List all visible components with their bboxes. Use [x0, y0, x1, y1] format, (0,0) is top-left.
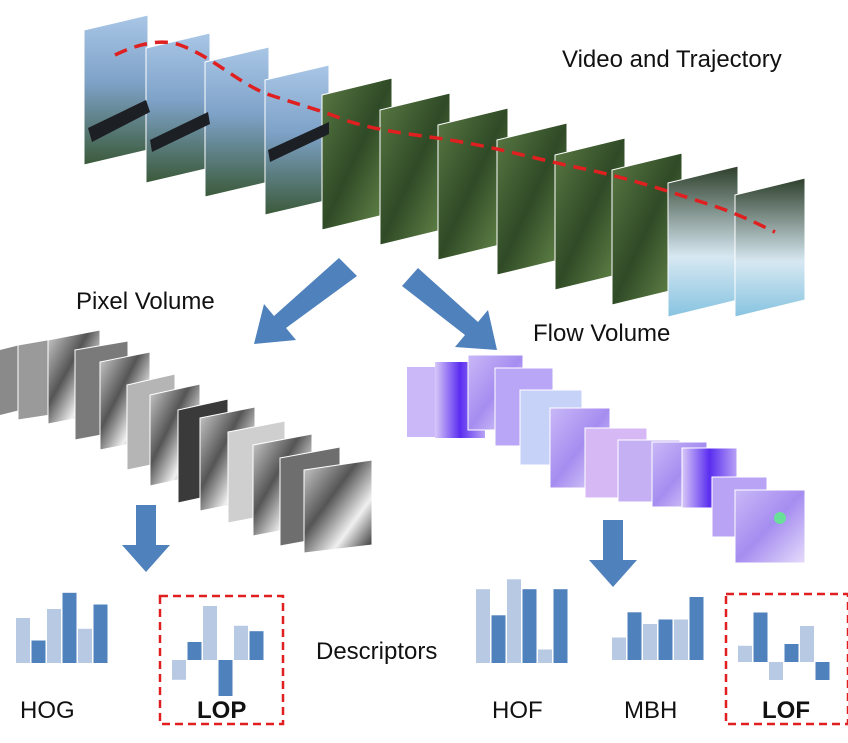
hof-bar [522, 589, 537, 663]
flow-volume-label: Flow Volume [533, 320, 671, 347]
lof-bar [784, 644, 799, 662]
lop-highlight-box [158, 594, 285, 726]
hog-bar [16, 618, 30, 663]
flow-hotspot [774, 512, 786, 524]
lof-highlight-box [724, 592, 848, 726]
lof-bar [738, 645, 752, 662]
video-frame [83, 14, 149, 166]
flow-frame [734, 489, 806, 564]
mbh-bar [643, 624, 657, 660]
pixel-frame [303, 459, 373, 554]
arrow-pixel-to-descriptors [122, 505, 170, 572]
lop-bar [218, 660, 233, 696]
hog-bar [31, 640, 46, 663]
video-frame [734, 177, 806, 318]
hof-label: HOF [492, 697, 543, 724]
mbh-bar [658, 619, 673, 660]
lof-bar [800, 626, 814, 662]
arrow-flow-to-descriptors [589, 520, 637, 587]
video-frame [667, 165, 739, 318]
lop-bar [187, 642, 202, 660]
lop-histogram [172, 606, 264, 696]
arrow-to-pixel-volume [254, 258, 357, 344]
mbh-bar [627, 612, 642, 660]
hog-bar [93, 604, 108, 663]
flow-volume-stack [407, 354, 806, 564]
hof-histogram [476, 579, 568, 663]
hog-bar [47, 609, 61, 663]
pixel-volume-stack [0, 329, 373, 554]
hof-bar [507, 579, 521, 663]
hof-bar [553, 589, 568, 663]
mbh-label: MBH [624, 697, 678, 724]
lof-bar [815, 662, 830, 680]
descriptors-label: Descriptors [316, 638, 438, 665]
lop-bar [234, 625, 248, 660]
pixel-volume-label: Pixel Volume [76, 288, 215, 315]
mbh-bar [689, 597, 704, 660]
video-trajectory-label: Video and Trajectory [562, 46, 782, 73]
trajectory-line [114, 40, 776, 234]
lop-label: LOP [197, 697, 247, 724]
hog-histogram [16, 592, 108, 663]
mbh-bar [612, 637, 626, 660]
mbh-bar [674, 619, 688, 660]
diving-board [88, 100, 150, 142]
lof-bar [769, 662, 783, 680]
hof-bar [538, 649, 552, 663]
hog-bar [78, 628, 92, 663]
pixel-frame [0, 345, 20, 415]
diving-board [150, 112, 210, 152]
lop-bar [172, 660, 186, 680]
lop-bar [203, 606, 217, 660]
hog-bar [62, 592, 77, 663]
lop-bar [249, 631, 264, 660]
diving-board [268, 122, 329, 162]
hof-bar [491, 615, 506, 663]
arrow-to-flow-volume [402, 268, 497, 350]
hog-label: HOG [20, 697, 75, 724]
hof-bar [476, 589, 490, 663]
lof-bar [753, 612, 768, 662]
lof-label: LOF [762, 697, 810, 724]
video-frame [204, 46, 270, 198]
lof-histogram [738, 612, 830, 680]
mbh-histogram [612, 597, 704, 660]
